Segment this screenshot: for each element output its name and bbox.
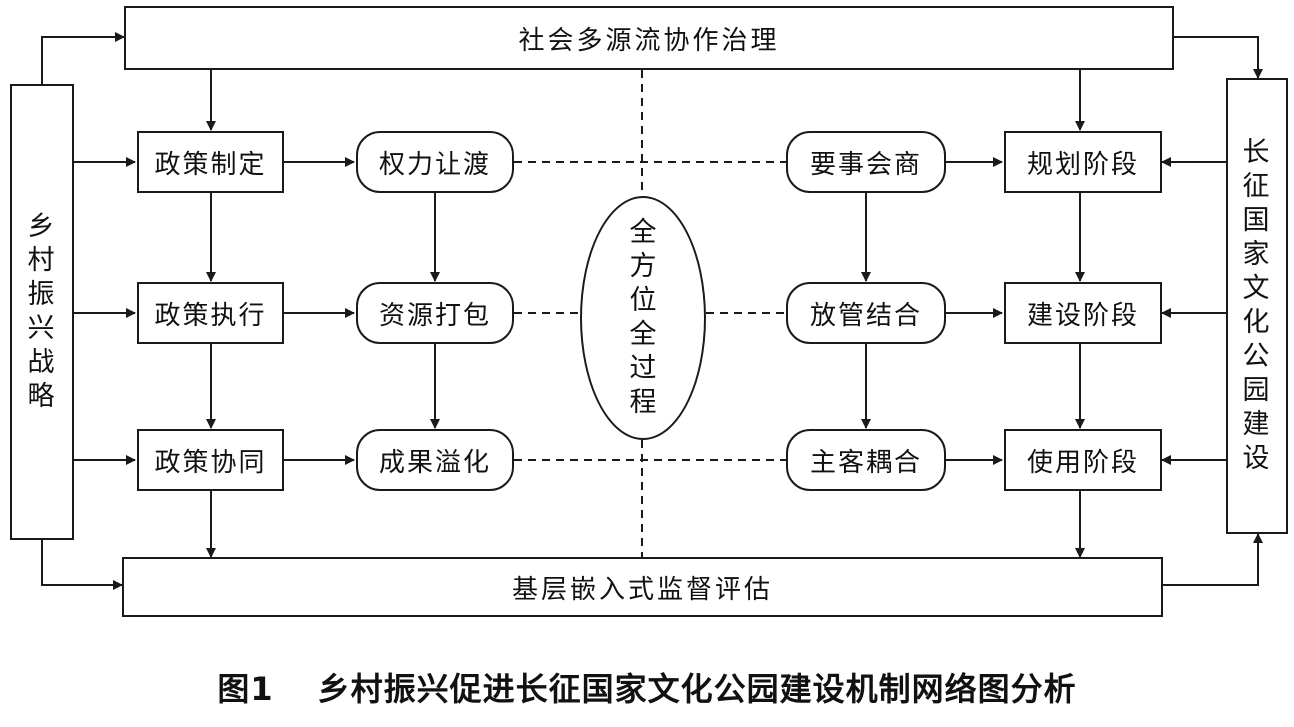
vertical-char: 村: [27, 245, 57, 276]
rounded-box-power-transfer: 权力让渡: [356, 131, 514, 193]
vertical-char: 建: [1242, 409, 1272, 440]
arrow-bottom-to-right: [1163, 533, 1263, 586]
vertical-char: 国: [1242, 205, 1272, 236]
policy-box-formulation: 政策制定: [137, 131, 284, 193]
vertical-char: 文: [1242, 273, 1272, 304]
vertical-char: 园: [1242, 375, 1272, 406]
stage-box-planning: 规划阶段: [1004, 131, 1162, 193]
left-column-rural-revitalization: 乡村振兴战略: [10, 84, 74, 540]
rounded-box-regulation: 放管结合: [786, 282, 946, 344]
arrow-left-to-bottom: [41, 540, 123, 590]
rounded-box-consultation: 要事会商: [786, 131, 946, 193]
bottom-bar-supervision: 基层嵌入式监督评估: [122, 557, 1163, 617]
vertical-char: 乡: [27, 211, 57, 242]
vertical-char: 全: [629, 319, 657, 350]
vertical-char: 公: [1242, 341, 1272, 372]
arrow-left-to-top: [41, 32, 125, 84]
vertical-char: 长: [1242, 137, 1272, 168]
vertical-char: 方: [629, 251, 657, 282]
figure-caption-title: 乡村振兴促进长征国家文化公园建设机制网络图分析: [317, 670, 1077, 708]
stage-box-construction: 建设阶段: [1004, 282, 1162, 344]
vertical-char: 位: [629, 285, 657, 316]
rounded-box-result-spillover: 成果溢化: [356, 429, 514, 491]
vertical-char: 程: [629, 387, 657, 418]
vertical-char: 征: [1242, 171, 1272, 202]
center-ellipse-all-round: 全方位全过程: [580, 196, 706, 440]
right-column-national-park: 长征国家文化公园建设: [1226, 78, 1288, 534]
rounded-box-host-guest-coupling: 主客耦合: [786, 429, 946, 491]
figure-caption: 图1 乡村振兴促进长征国家文化公园建设机制网络图分析: [0, 664, 1294, 710]
stage-box-usage: 使用阶段: [1004, 429, 1162, 491]
policy-box-coordination: 政策协同: [137, 429, 284, 491]
vertical-char: 略: [27, 381, 57, 412]
arrow-top-to-right: [1174, 36, 1263, 79]
vertical-char: 家: [1242, 239, 1272, 270]
vertical-char: 设: [1242, 443, 1272, 474]
figure-caption-label: 图1: [217, 670, 274, 708]
vertical-char: 全: [629, 217, 657, 248]
vertical-char: 过: [629, 353, 657, 384]
rounded-box-resource-bundling: 资源打包: [356, 282, 514, 344]
top-bar-governance: 社会多源流协作治理: [124, 6, 1174, 70]
vertical-char: 兴: [27, 313, 57, 344]
vertical-char: 化: [1242, 307, 1272, 338]
policy-box-execution: 政策执行: [137, 282, 284, 344]
vertical-char: 振: [27, 279, 57, 310]
vertical-char: 战: [27, 347, 57, 378]
